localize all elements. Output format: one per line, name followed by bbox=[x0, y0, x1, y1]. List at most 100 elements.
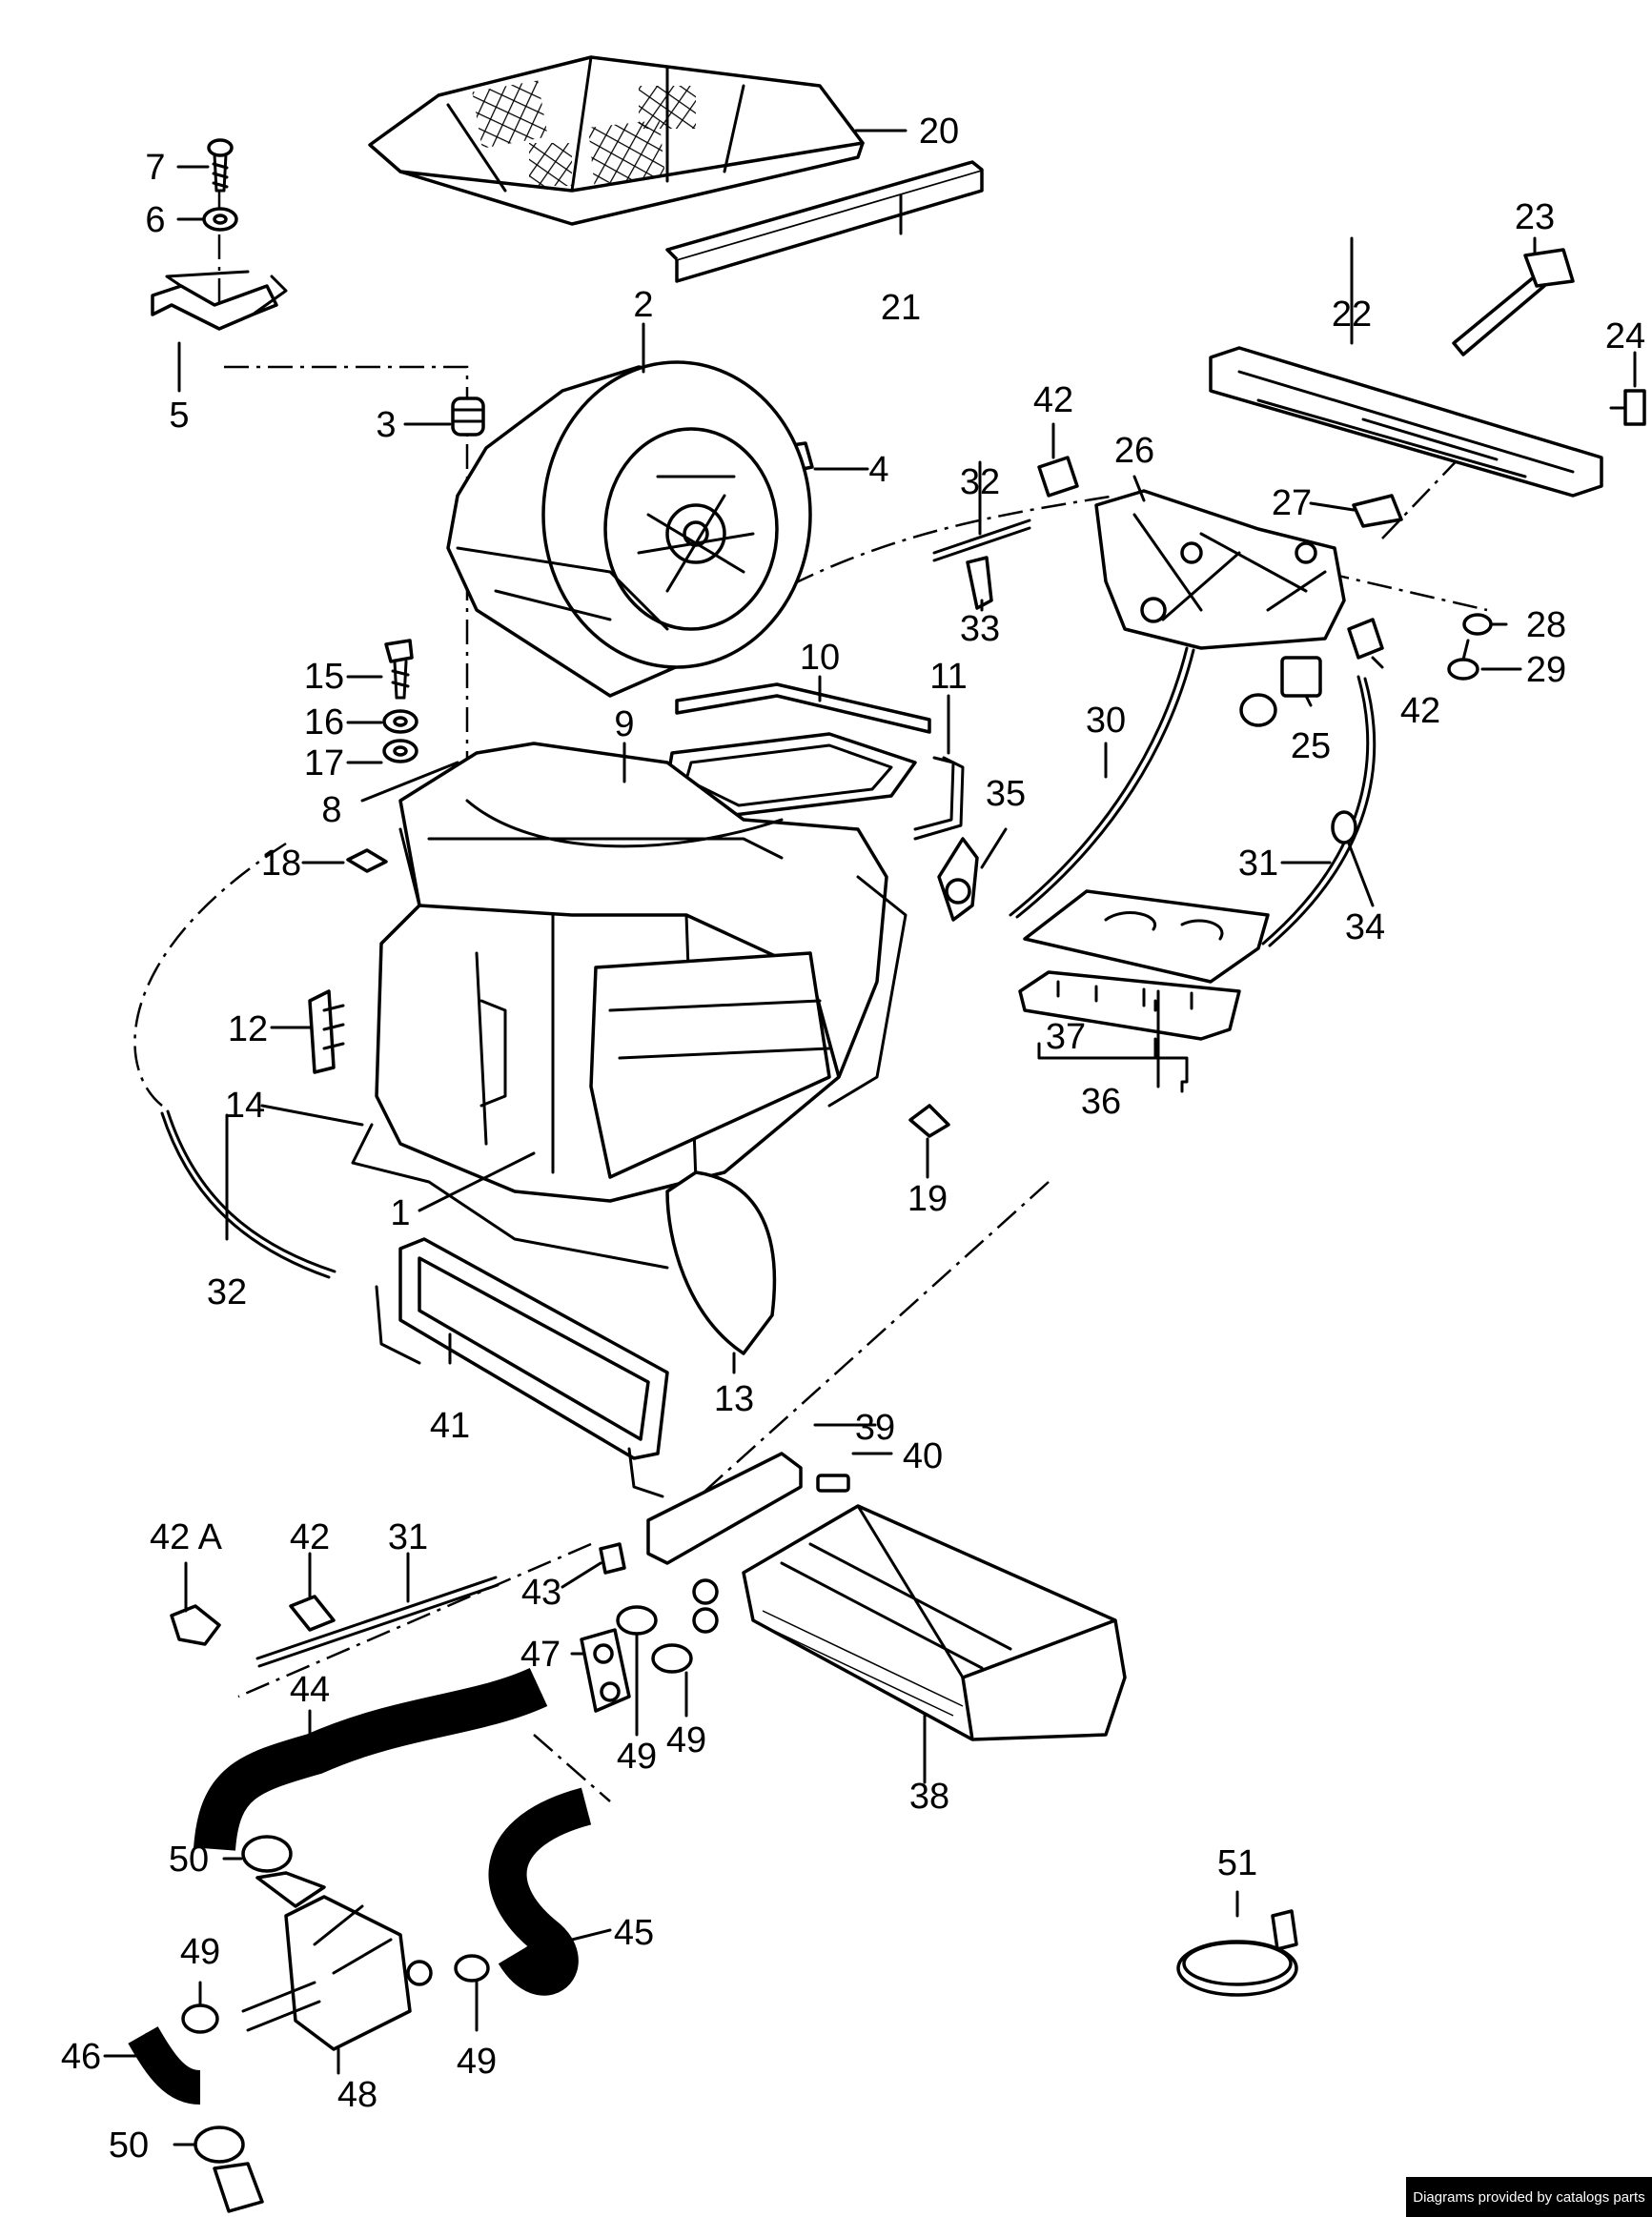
callout-24: 24 bbox=[1605, 316, 1645, 356]
callout-31: 31 bbox=[1238, 844, 1278, 884]
callout-49d: 49 bbox=[457, 2042, 497, 2082]
callout-34: 34 bbox=[1345, 907, 1385, 947]
callout-29: 29 bbox=[1526, 650, 1566, 690]
callout-20: 20 bbox=[919, 112, 959, 152]
part-23-bulb-holder bbox=[1452, 248, 1575, 356]
callout-49c: 49 bbox=[180, 1932, 220, 1972]
callout-39: 39 bbox=[855, 1408, 895, 1448]
part-5-bracket bbox=[151, 270, 288, 331]
callout-49b: 49 bbox=[666, 1720, 706, 1760]
part-49-clamp-c bbox=[181, 2003, 219, 2034]
part-49-clamp-a bbox=[616, 1605, 658, 1636]
callout-15: 15 bbox=[304, 657, 344, 697]
part-7-screw bbox=[207, 138, 234, 193]
callout-44: 44 bbox=[290, 1670, 330, 1710]
callout-10: 10 bbox=[800, 638, 840, 678]
callout-33: 33 bbox=[960, 609, 1000, 649]
callout-40: 40 bbox=[903, 1436, 943, 1476]
part-48-heater-valve bbox=[241, 1895, 433, 2051]
callout-18: 18 bbox=[261, 844, 301, 884]
part-26-control-mechanism bbox=[1094, 489, 1346, 650]
callout-9: 9 bbox=[614, 704, 634, 744]
callout-47: 47 bbox=[520, 1635, 561, 1675]
callout-46: 46 bbox=[61, 2037, 101, 2077]
callout-23: 23 bbox=[1515, 197, 1555, 237]
part-31-cable-lower bbox=[255, 1576, 500, 1668]
part-42A-clip bbox=[170, 1604, 221, 1646]
callout-leaders bbox=[103, 129, 1637, 2146]
part-49-clamp-b bbox=[651, 1643, 693, 1674]
callout-42A: 42 A bbox=[150, 1517, 223, 1557]
callout-31b: 31 bbox=[388, 1517, 428, 1557]
part-51-band-clamp bbox=[1176, 1909, 1298, 1997]
callout-48: 48 bbox=[337, 2075, 377, 2115]
part-32-cable-top bbox=[932, 519, 1031, 610]
part-28-clip bbox=[1462, 613, 1493, 636]
callout-35: 35 bbox=[986, 774, 1026, 814]
callout-25: 25 bbox=[1291, 726, 1331, 766]
callout-42b: 42 bbox=[1400, 691, 1440, 731]
callout-30: 30 bbox=[1086, 701, 1126, 741]
callout-17: 17 bbox=[304, 743, 344, 783]
part-21-sealing-strip bbox=[665, 160, 984, 283]
part-27-lever bbox=[1352, 494, 1403, 528]
callout-51: 51 bbox=[1217, 1843, 1257, 1883]
callout-32: 32 bbox=[960, 462, 1000, 502]
part-46-hose-end bbox=[128, 2026, 202, 2105]
part-25-switch-knob bbox=[1239, 656, 1322, 727]
part-40-clip bbox=[816, 1474, 850, 1493]
callout-3: 3 bbox=[376, 405, 396, 445]
callout-4: 4 bbox=[868, 450, 888, 490]
part-19-clip bbox=[908, 1104, 950, 1138]
part-10-seal-strip bbox=[675, 682, 931, 734]
callout-16: 16 bbox=[304, 702, 344, 742]
part-22-control-panel-frame bbox=[1209, 346, 1603, 498]
part-35-lever bbox=[937, 837, 979, 922]
callout-19: 19 bbox=[908, 1179, 948, 1219]
part-50-clamp-upper bbox=[241, 1835, 326, 1908]
callout-13: 13 bbox=[714, 1379, 754, 1419]
part-29-rivet bbox=[1447, 639, 1479, 681]
callout-21: 21 bbox=[881, 288, 921, 328]
callout-50a: 50 bbox=[169, 1840, 209, 1880]
callout-32b: 32 bbox=[207, 1272, 247, 1312]
callout-45: 45 bbox=[614, 1913, 654, 1953]
part-24-bulb bbox=[1609, 389, 1646, 426]
callout-36: 36 bbox=[1081, 1082, 1121, 1122]
part-49-clamp-d bbox=[454, 1954, 490, 1983]
callout-6: 6 bbox=[145, 200, 165, 240]
callout-22: 22 bbox=[1332, 295, 1372, 335]
part-42-clip-upper bbox=[1347, 618, 1384, 660]
callout-12: 12 bbox=[228, 1009, 268, 1049]
callout-42c: 42 bbox=[290, 1517, 330, 1557]
part-11-drain-hose bbox=[913, 756, 965, 841]
callout-41: 41 bbox=[430, 1406, 470, 1446]
part-42-clip-lower bbox=[289, 1595, 336, 1632]
callout-43: 43 bbox=[521, 1573, 561, 1613]
callout-8: 8 bbox=[321, 790, 341, 830]
part-50-clamp-lower bbox=[194, 2125, 264, 2213]
part-41-filter-frame bbox=[375, 1237, 669, 1498]
part-38-heater-core bbox=[692, 1504, 1127, 1741]
callout-labels: 1 2 3 4 5 6 7 8 9 10 11 12 13 14 15 16 1… bbox=[61, 112, 1645, 2166]
credit-footer: Diagrams provided by catalogs parts bbox=[1406, 2177, 1652, 2217]
part-47-grommet bbox=[580, 1628, 631, 1713]
part-39-seal-frame bbox=[646, 1452, 803, 1565]
callout-2: 2 bbox=[633, 285, 653, 325]
part-32-cable-left bbox=[160, 1109, 337, 1279]
part-17-washer bbox=[382, 739, 418, 763]
part-30-cable bbox=[1009, 646, 1195, 919]
part-42-clip-top bbox=[1037, 456, 1079, 498]
part-1-heater-housing bbox=[351, 742, 908, 1355]
callout-5: 5 bbox=[169, 396, 189, 436]
part-6-washer bbox=[202, 207, 238, 232]
part-44-coolant-hose bbox=[194, 1667, 548, 1852]
callout-26: 26 bbox=[1114, 431, 1154, 471]
part-16-washer bbox=[382, 709, 418, 734]
callout-49a: 49 bbox=[617, 1737, 657, 1777]
part-12-clip-strip bbox=[308, 989, 345, 1074]
part-36-control-plate bbox=[1023, 889, 1270, 984]
part-43-clip bbox=[599, 1542, 626, 1575]
part-18-clip bbox=[346, 848, 388, 873]
